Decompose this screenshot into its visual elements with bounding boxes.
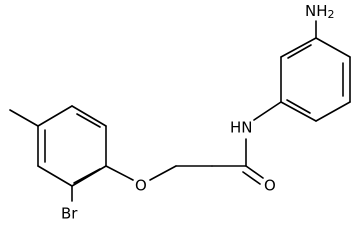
bond [37, 165, 73, 187]
bromo-label: Br [61, 205, 78, 223]
bromomethylphenyl-ring [37, 105, 107, 187]
double-bond-inner [287, 44, 312, 59]
chain-to-ether-bond [149, 165, 177, 181]
bond [280, 101, 317, 122]
ether-o-label: O [135, 177, 147, 195]
methyl-bond [9, 109, 39, 127]
bond [315, 37, 351, 58]
aminophenyl-ring [280, 37, 351, 122]
ether-to-ring-bond [105, 165, 134, 181]
bond [315, 101, 351, 122]
bond [71, 105, 107, 127]
double-bond-inner [286, 99, 311, 114]
amide-nh-label: HN [230, 119, 253, 137]
carbonyl-o-label: O [264, 177, 276, 195]
carbonyl-double-bond-second [242, 171, 261, 185]
double-bond-inner [76, 113, 101, 128]
ring-to-nh-bond [253, 101, 282, 121]
bond [71, 165, 107, 187]
bond [37, 105, 73, 127]
double-bond-inner [73, 168, 101, 184]
amino-label: NH2 [305, 2, 335, 22]
bond [280, 37, 317, 58]
carbonyl-double-bond [245, 165, 264, 179]
